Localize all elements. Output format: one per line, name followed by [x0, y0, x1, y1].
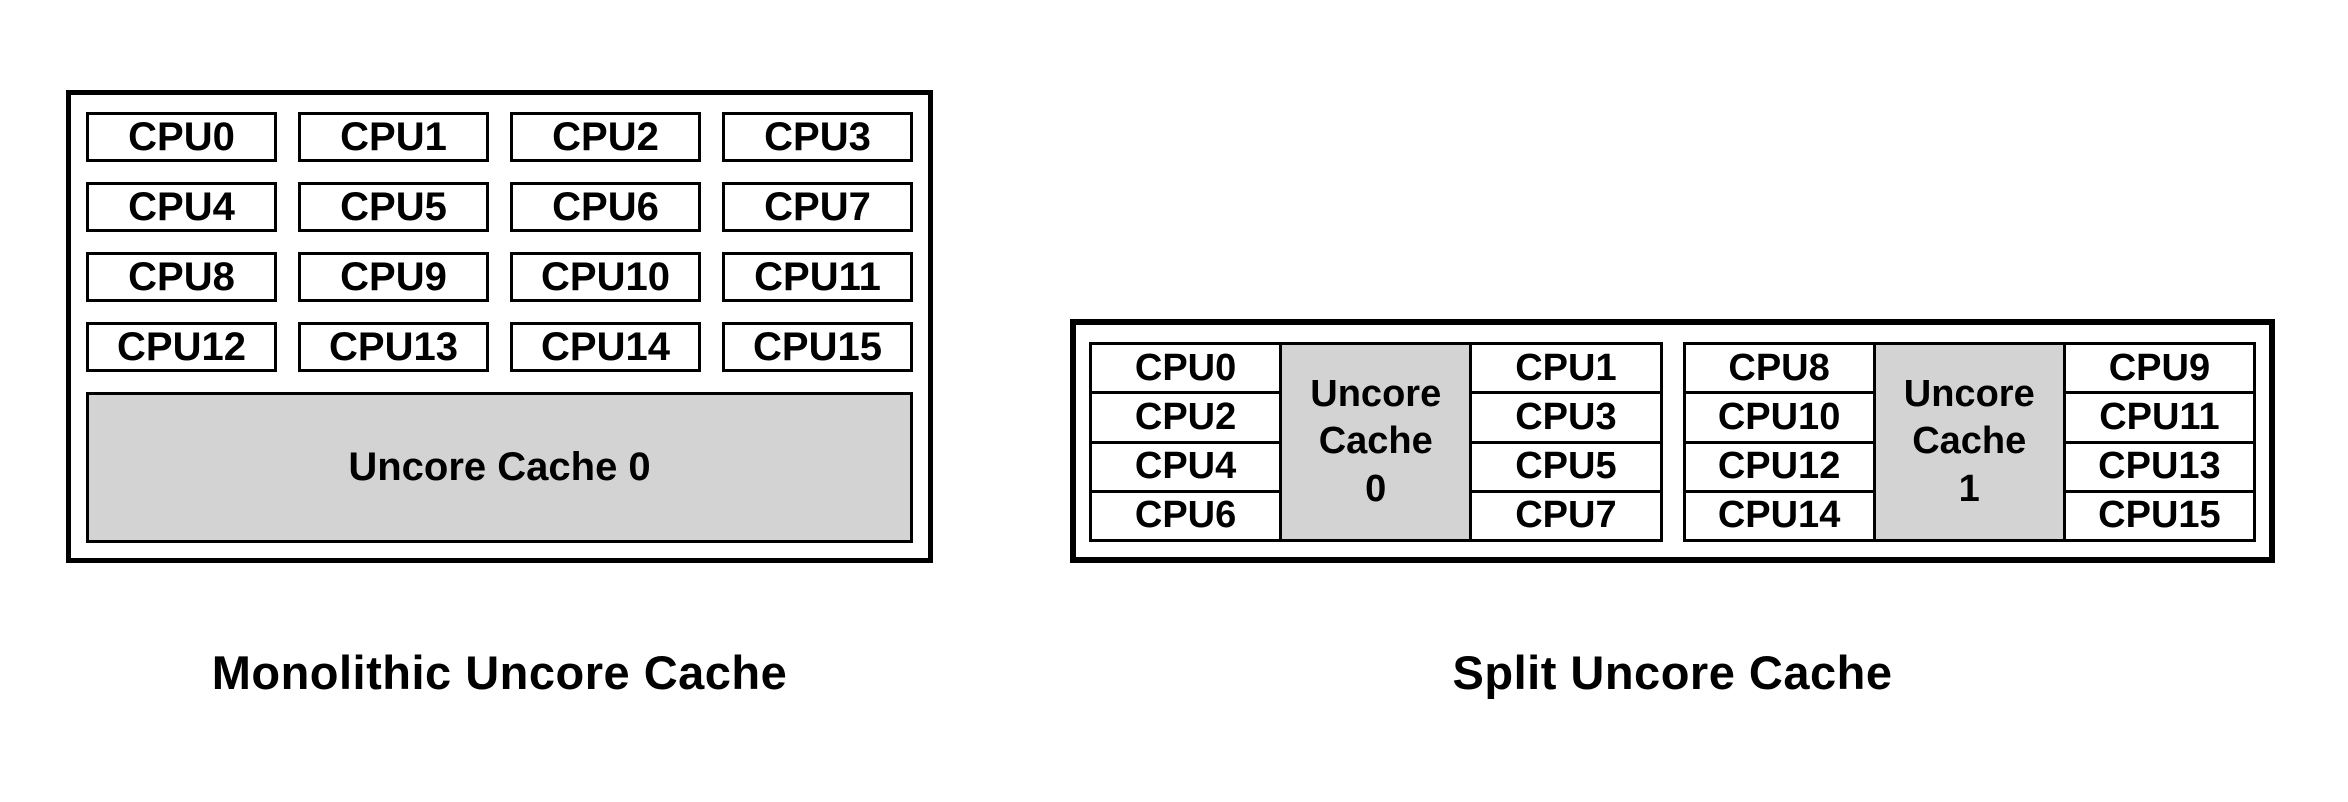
cache-line: 0 — [1365, 467, 1387, 510]
cpu-box-10: CPU10 — [510, 252, 701, 302]
cpu-box-15: CPU15 — [722, 322, 913, 372]
cpu-cell-5: CPU5 — [1472, 443, 1660, 490]
cpu-cell-7: CPU7 — [1472, 492, 1660, 539]
cache-line: Cache — [1318, 420, 1433, 463]
cpu-box-11: CPU11 — [722, 252, 913, 302]
uncore-cache-0-box: Uncore Cache 0 — [86, 392, 913, 543]
uncore-cache-0-cell: Uncore Cache 0 — [1282, 345, 1470, 539]
split-uncore-diagram: CPU0 CPU2 CPU4 CPU6 Uncore Cache 0 CPU1 … — [1070, 319, 2275, 563]
cache-line: Uncore — [1903, 372, 2035, 415]
split-cluster-1: CPU8 CPU10 CPU12 CPU14 Uncore Cache 1 CP… — [1682, 342, 2256, 542]
cpu-cell-15: CPU15 — [2065, 492, 2253, 539]
cpu-box-2: CPU2 — [510, 112, 701, 162]
cpu-box-4: CPU4 — [86, 182, 277, 232]
cpu-cell-9: CPU9 — [2065, 345, 2253, 392]
cpu-box-5: CPU5 — [298, 182, 489, 232]
cpu-box-8: CPU8 — [86, 252, 277, 302]
cpu-cell-12: CPU12 — [1685, 443, 1873, 490]
cpu-box-1: CPU1 — [298, 112, 489, 162]
cpu-box-0: CPU0 — [86, 112, 277, 162]
cpu-cell-6: CPU6 — [1092, 492, 1280, 539]
cpu-box-3: CPU3 — [722, 112, 913, 162]
cache-line: Cache — [1912, 420, 2027, 463]
cpu-cell-13: CPU13 — [2065, 443, 2253, 490]
cpu-box-9: CPU9 — [298, 252, 489, 302]
cpu-cell-8: CPU8 — [1685, 345, 1873, 392]
cpu-box-14: CPU14 — [510, 322, 701, 372]
cache-line: Uncore — [1310, 372, 1442, 415]
cpu-cell-0: CPU0 — [1092, 345, 1280, 392]
cpu-box-7: CPU7 — [722, 182, 913, 232]
cpu-cell-1: CPU1 — [1472, 345, 1660, 392]
cpu-box-13: CPU13 — [298, 322, 489, 372]
monolithic-uncore-diagram: CPU0 CPU1 CPU2 CPU3 CPU4 CPU5 CPU6 CPU7 … — [66, 90, 933, 563]
cpu-cell-2: CPU2 — [1092, 394, 1280, 441]
split-caption: Split Uncore Cache — [1452, 646, 1893, 699]
cpu-cell-3: CPU3 — [1472, 394, 1660, 441]
monolithic-caption: Monolithic Uncore Cache — [211, 646, 788, 699]
cpu-box-6: CPU6 — [510, 182, 701, 232]
cpu-cell-14: CPU14 — [1685, 492, 1873, 539]
cache-line: 1 — [1958, 467, 1980, 510]
split-cluster-0: CPU0 CPU2 CPU4 CPU6 Uncore Cache 0 CPU1 … — [1089, 342, 1663, 542]
cpu-cell-10: CPU10 — [1685, 394, 1873, 441]
cpu-cell-11: CPU11 — [2065, 394, 2253, 441]
cpu-cell-4: CPU4 — [1092, 443, 1280, 490]
uncore-cache-1-cell: Uncore Cache 1 — [1875, 345, 2063, 539]
monolithic-cpu-grid: CPU0 CPU1 CPU2 CPU3 CPU4 CPU5 CPU6 CPU7 … — [86, 112, 913, 372]
cpu-box-12: CPU12 — [86, 322, 277, 372]
